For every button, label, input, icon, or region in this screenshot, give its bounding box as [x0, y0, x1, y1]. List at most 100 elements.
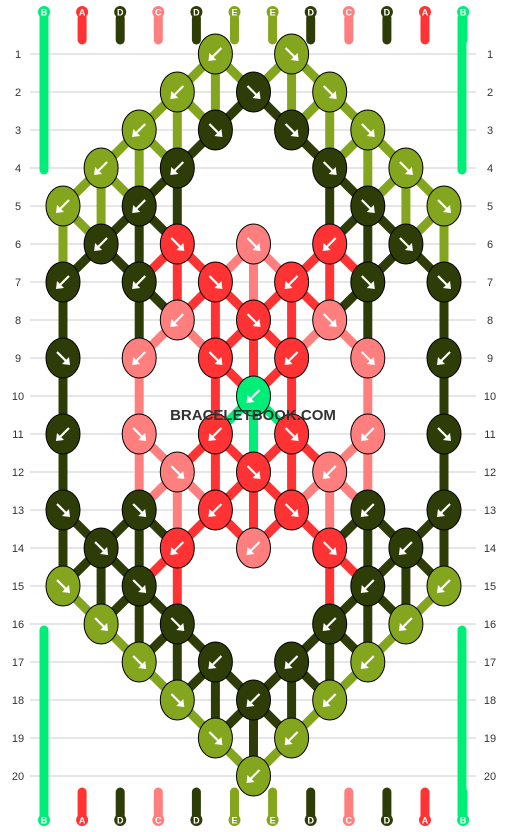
string-label-badge-bottom [152, 814, 165, 826]
knot [121, 489, 157, 531]
knot [312, 527, 348, 569]
knot-arrow-head [208, 509, 217, 517]
knot-arrow-head [398, 547, 407, 555]
knot [121, 337, 157, 379]
knot [45, 337, 81, 379]
knot [350, 413, 386, 455]
knot [274, 641, 310, 683]
knot-arrow-head [328, 167, 337, 175]
knot-arrow-head [284, 737, 293, 745]
knot [312, 451, 348, 493]
knot-arrow-head [252, 319, 261, 327]
row-number-left: 4 [15, 163, 21, 175]
knot [426, 565, 462, 607]
row-number-right: 15 [484, 581, 496, 593]
row-number-left: 8 [15, 315, 21, 327]
row-number-left: 6 [15, 239, 21, 251]
knot [236, 679, 271, 721]
knot [312, 147, 348, 189]
string-label-badge-top [228, 6, 241, 18]
knot-arrow-head [100, 623, 109, 631]
knot [236, 299, 271, 341]
knot-arrow-head [366, 129, 375, 137]
knot-arrow-head [246, 395, 255, 403]
string-label-top: C [346, 8, 353, 18]
row-number-left: 14 [12, 543, 24, 555]
string-label-badge-top [152, 6, 165, 18]
knot [45, 489, 81, 531]
knot [197, 337, 233, 379]
string-label-badge-top [380, 6, 393, 18]
row-number-right: 2 [487, 87, 493, 99]
row-number-left: 2 [15, 87, 21, 99]
knot-arrow-head [176, 623, 185, 631]
knot [426, 413, 462, 455]
knot-arrow-head [56, 281, 64, 289]
row-number-left: 17 [12, 657, 24, 669]
knot [197, 261, 233, 303]
knot [197, 413, 233, 455]
knot [197, 489, 233, 531]
knot-arrow-head [138, 585, 147, 593]
string-label-badge-top [342, 6, 355, 18]
string-label-top: E [270, 8, 276, 18]
string-label-bottom: D [193, 816, 200, 826]
knot [159, 71, 195, 113]
knot-arrow-head [284, 661, 293, 669]
row-number-left: 18 [12, 695, 24, 707]
row-number-left: 10 [12, 391, 24, 403]
knot [121, 261, 157, 303]
row-number-right: 8 [487, 315, 493, 327]
knot [159, 223, 195, 265]
knot [312, 71, 348, 113]
knot-arrow-head [132, 129, 141, 137]
string-label-bottom: E [231, 816, 237, 826]
knot-arrow-head [290, 433, 299, 441]
knot [83, 527, 119, 569]
string-label-badge-top [304, 6, 317, 18]
knot-arrow-head [138, 433, 147, 441]
knot [236, 71, 271, 113]
knot [274, 337, 310, 379]
knot [197, 33, 233, 75]
knot [159, 147, 195, 189]
row-number-left: 11 [12, 429, 23, 441]
knot [274, 489, 310, 531]
knot [312, 223, 348, 265]
row-number-right: 13 [484, 505, 496, 517]
string-label-badge-bottom [457, 814, 470, 826]
knot-arrow-head [366, 281, 375, 289]
knot-arrow-head [404, 167, 413, 175]
knot [350, 337, 386, 379]
knot-arrow-head [214, 129, 223, 137]
knot [274, 33, 310, 75]
string-label-top: B [41, 8, 48, 18]
knot-arrow-head [366, 357, 375, 365]
string-label-bottom: D [307, 816, 314, 826]
knot [159, 299, 195, 341]
knot [159, 451, 195, 493]
knot-arrow-head [322, 243, 331, 251]
knot-nodes [45, 33, 462, 797]
row-number-right: 10 [484, 391, 496, 403]
knot-arrow-head [443, 433, 451, 441]
knot-arrow-head [443, 205, 451, 213]
string-label-bottom: A [79, 816, 86, 826]
row-number-right: 1 [487, 49, 493, 61]
row-number-right: 7 [487, 277, 493, 289]
knot [350, 261, 386, 303]
knot-arrow-head [176, 699, 185, 707]
row-number-right: 17 [484, 657, 496, 669]
knot [236, 375, 271, 417]
string-label-top: E [231, 8, 237, 18]
string-label-bottom: D [117, 816, 124, 826]
knot-arrow-head [56, 433, 64, 441]
watermark-text: BRACELETBOOK.COM [170, 407, 336, 424]
row-number-right: 4 [487, 163, 493, 175]
knot [388, 527, 424, 569]
knot-arrow-head [138, 509, 147, 517]
knot-arrow-head [62, 509, 70, 517]
string-label-badge-top [76, 6, 89, 18]
knot [388, 147, 424, 189]
